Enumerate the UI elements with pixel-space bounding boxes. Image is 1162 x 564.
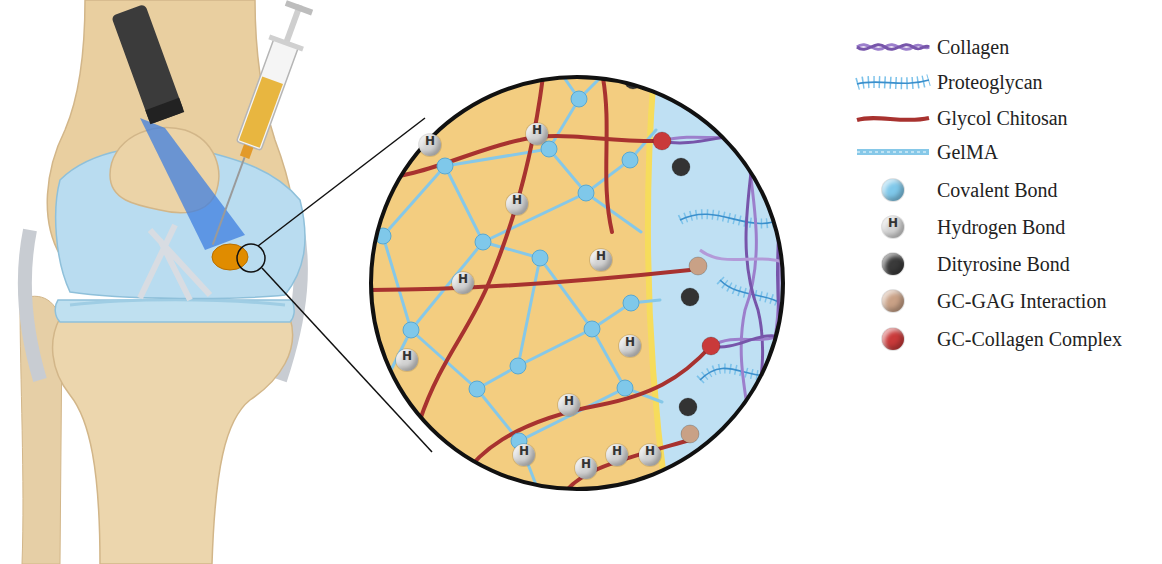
bond-letter: H [590, 249, 612, 271]
legend-label: GelMA [937, 140, 998, 164]
legend-label: GC-GAG Interaction [937, 289, 1106, 313]
bond-letter: H [452, 272, 474, 294]
bond-letter: H [513, 444, 535, 466]
collagen-sample [853, 35, 933, 59]
legend-label: Glycol Chitosan [937, 106, 1068, 130]
legend-label: Hydrogen Bond [937, 215, 1065, 239]
bond-swatch [882, 290, 904, 312]
bond-letter: H [575, 457, 597, 479]
bond-swatch [882, 328, 904, 350]
chitosan-sample [853, 106, 933, 130]
legend-label: Proteoglycan [937, 70, 1043, 94]
gelma-sample [853, 140, 933, 164]
legend-label: Collagen [937, 35, 1009, 59]
bond-letter: H [526, 123, 548, 145]
bond-swatch [882, 179, 904, 201]
bond-letter: H [882, 216, 904, 238]
bond-letter: H [558, 394, 580, 416]
bond-swatch [882, 253, 904, 275]
bond-letter: H [639, 444, 661, 466]
legend-label: Dityrosine Bond [937, 252, 1070, 276]
legend-label: Covalent Bond [937, 178, 1058, 202]
bond-letter: H [506, 193, 528, 215]
bond-letter: H [419, 134, 441, 156]
bond-letter: H [606, 444, 628, 466]
bond-letter: H [619, 335, 641, 357]
legend-label: GC-Collagen Complex [937, 327, 1122, 351]
proteoglycan-sample [853, 70, 933, 94]
bond-letter: H [396, 349, 418, 371]
